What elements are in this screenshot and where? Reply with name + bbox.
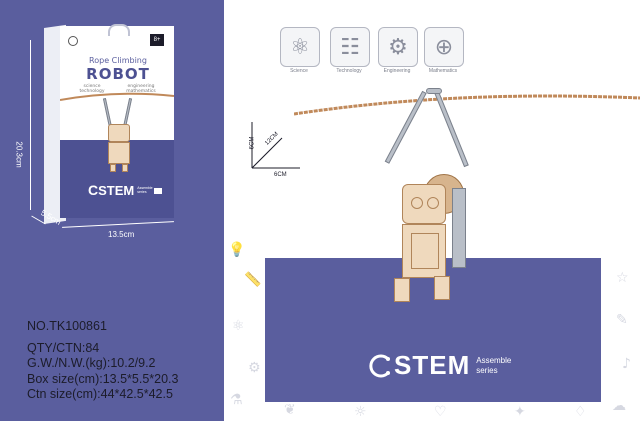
doodle-pencil-icon: ✎ bbox=[616, 312, 628, 328]
science-label: Science bbox=[290, 68, 308, 74]
robot-foot-right bbox=[434, 276, 450, 300]
doodle-cloud-icon: ☁ bbox=[612, 398, 626, 414]
spec-ctn-size: Ctn size(cm):44*42.5*42.5 bbox=[27, 387, 173, 401]
package-stem-word: STEM bbox=[98, 182, 135, 198]
mathematics-label: Mathematics bbox=[428, 68, 458, 74]
width-dimension-label: 13.5cm bbox=[108, 230, 135, 239]
doodle-gear-icon: ⚙ bbox=[248, 360, 261, 376]
package-rope bbox=[60, 92, 174, 101]
robot-body bbox=[402, 224, 446, 278]
doodle-compass-icon: ✦ bbox=[514, 404, 526, 420]
doodle-leaf-icon: ❦ bbox=[284, 402, 296, 418]
robot-eye-right-icon bbox=[427, 197, 439, 209]
package-title-line2: ROBOT bbox=[86, 65, 150, 83]
spec-weight: G.W./N.W.(kg):10.2/9.2 bbox=[27, 356, 156, 370]
robot-arm-right bbox=[434, 91, 469, 168]
spec-qty: QTY/CTN:84 bbox=[27, 341, 100, 355]
package-stem-c-icon: C bbox=[88, 182, 99, 198]
robot-hook bbox=[426, 88, 442, 94]
package-stem-logo: C STEM Assemble series bbox=[88, 182, 157, 198]
doodle-drop-icon: ♢ bbox=[574, 404, 587, 420]
spec-model: NO.TK100861 bbox=[27, 319, 107, 333]
banner-stem-logo: STEM Assemble series bbox=[368, 350, 511, 381]
doodle-flask-icon: ⚗ bbox=[230, 392, 243, 408]
stem-banner bbox=[265, 258, 601, 402]
technology-icon: ☷ bbox=[330, 27, 370, 67]
banner-stem-sub: Assemble series bbox=[476, 355, 512, 375]
robot-motor bbox=[452, 188, 466, 268]
package-brand-icon bbox=[68, 36, 78, 46]
package-hang-tab bbox=[108, 24, 130, 36]
engineering-label: Engineering bbox=[383, 68, 411, 74]
package-barcode bbox=[154, 188, 162, 194]
dimension-axis-diagram bbox=[251, 122, 300, 169]
mathematics-icon: ⊕ bbox=[424, 27, 464, 67]
doodle-ruler-icon: 📏 bbox=[244, 272, 262, 288]
doodle-heart-icon: ♡ bbox=[434, 404, 447, 420]
product-display-panel: 💡 📏 ⚛ ⚙ ⚗ ☆ ✎ ♪ ☁ ❦ ☼ ♡ ✦ ♢ ⚛ Science ☷ … bbox=[224, 0, 640, 421]
package-title-line1: Rope Climbing bbox=[89, 56, 147, 65]
spec-box-size: Box size(cm):13.5*5.5*20.3 bbox=[27, 372, 179, 386]
robot-eye-left-icon bbox=[411, 197, 423, 209]
rope-climbing-robot bbox=[384, 88, 494, 308]
height-dimension-label: 20.3cm bbox=[14, 141, 24, 168]
doodle-bulb-icon: 💡 bbox=[228, 242, 246, 258]
doodle-music-icon: ♪ bbox=[622, 356, 631, 372]
science-icon: ⚛ bbox=[280, 27, 320, 67]
banner-stem-word: STEM bbox=[394, 350, 471, 380]
package-stem-sub: Assemble series bbox=[137, 186, 153, 194]
width-dimension-line bbox=[62, 221, 174, 228]
doodle-sun-icon: ☼ bbox=[354, 404, 367, 420]
package-badge: 8+ bbox=[150, 34, 164, 46]
height-dimension-line bbox=[30, 40, 31, 210]
axis-height-label: 6CM bbox=[249, 136, 256, 150]
robot-foot-left bbox=[394, 278, 410, 302]
doodle-atom-icon: ⚛ bbox=[232, 318, 245, 334]
engineering-icon: ⚙ bbox=[378, 27, 418, 67]
doodle-star-icon: ☆ bbox=[616, 270, 629, 286]
technology-label: Technology bbox=[336, 68, 362, 74]
axis-width-label: 6CM bbox=[274, 172, 287, 178]
rope bbox=[294, 94, 640, 116]
robot-arm-left bbox=[384, 90, 427, 164]
package-robot-image bbox=[102, 98, 136, 174]
stem-c-icon bbox=[369, 354, 390, 377]
robot-head bbox=[402, 184, 446, 224]
